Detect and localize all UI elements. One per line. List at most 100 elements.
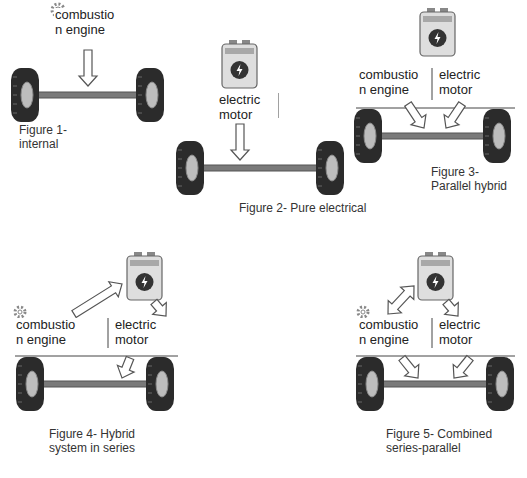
block-arrow <box>79 50 97 86</box>
tread <box>138 85 142 87</box>
underline <box>356 108 515 109</box>
wheel-hub <box>366 371 378 397</box>
tire <box>11 68 39 122</box>
block-arrow <box>405 102 426 128</box>
tread <box>13 112 17 114</box>
lightning-bolt <box>433 276 439 288</box>
tread <box>138 94 142 96</box>
battery-symbol <box>427 273 445 291</box>
gear-icon <box>18 310 22 314</box>
block-arrow <box>72 282 122 318</box>
figure-caption: Figure 1- internal <box>18 124 92 152</box>
axle <box>190 165 330 171</box>
wheel-hub <box>186 155 198 181</box>
wheel-hub <box>496 371 508 397</box>
battery-body <box>418 256 453 300</box>
tire <box>136 68 164 122</box>
tread <box>13 103 17 105</box>
axle <box>370 381 500 387</box>
battery-band <box>225 48 254 54</box>
divider-bar <box>432 68 433 100</box>
tread <box>358 374 362 376</box>
tread <box>318 185 322 187</box>
tread <box>148 365 152 367</box>
underline <box>356 356 515 357</box>
tread <box>485 153 489 155</box>
component-label: combustio n engine <box>358 68 424 98</box>
tread <box>318 158 322 160</box>
wheel-hub <box>493 123 505 149</box>
battery-band <box>421 260 450 266</box>
battery-symbol <box>136 273 154 291</box>
tire <box>486 357 514 411</box>
figure-caption: Figure 4- Hybrid system in series <box>48 428 150 456</box>
wheel-hub <box>364 123 376 149</box>
wheel-hub <box>146 82 158 108</box>
tread <box>485 117 489 119</box>
component-label: combustio n engine <box>358 318 424 348</box>
tread <box>318 167 322 169</box>
tread <box>13 76 17 78</box>
tread <box>138 103 142 105</box>
battery-symbol <box>429 29 447 47</box>
lightning-bolt <box>142 276 148 288</box>
wheel-hub <box>156 371 168 397</box>
battery-band <box>130 260 159 266</box>
block-arrow <box>453 356 473 379</box>
component-label: electric motor <box>438 318 498 348</box>
lightning-bolt <box>435 32 441 44</box>
tread <box>138 76 142 78</box>
tread <box>18 374 22 376</box>
figure-caption: Figure 5- Combined series-parallel <box>385 428 502 456</box>
gear-icon <box>358 307 368 317</box>
tread <box>356 153 360 155</box>
tread <box>138 112 142 114</box>
component-label: electric motor <box>438 68 498 98</box>
lightning-bolt <box>237 64 243 76</box>
block-arrow <box>231 124 249 160</box>
block-arrow <box>443 299 458 316</box>
figure-caption: Figure 3- Parallel hybrid <box>430 166 520 194</box>
block-arrow <box>117 357 134 379</box>
wheel-hub <box>26 371 38 397</box>
figure-caption: Figure 2- Pure electrical <box>238 202 420 216</box>
tread <box>178 176 182 178</box>
gear-icon <box>361 310 365 314</box>
divider-bar <box>432 318 433 348</box>
tire <box>354 109 382 163</box>
tread <box>488 383 492 385</box>
battery-body <box>420 12 455 56</box>
wheel-hub <box>326 155 338 181</box>
tread <box>18 392 22 394</box>
component-label: electric motor <box>218 93 278 123</box>
component-label: combustio n engine <box>15 318 81 348</box>
battery-body <box>222 44 257 88</box>
block-arrow <box>444 102 465 128</box>
tread <box>485 126 489 128</box>
tread <box>488 374 492 376</box>
tread <box>358 383 362 385</box>
tire <box>16 357 44 411</box>
tread <box>488 392 492 394</box>
battery-body <box>127 256 162 300</box>
tread <box>13 85 17 87</box>
underline <box>15 356 178 357</box>
tread <box>356 126 360 128</box>
battery-band <box>423 16 452 22</box>
tread <box>18 383 22 385</box>
tread <box>356 135 360 137</box>
block-arrow <box>151 299 166 316</box>
tread <box>148 383 152 385</box>
component-label: combustio n engine <box>54 8 120 38</box>
component-label: electric motor <box>114 318 174 348</box>
tread <box>485 135 489 137</box>
block-arrow <box>399 356 419 379</box>
tread <box>178 167 182 169</box>
axle <box>25 92 150 98</box>
tread <box>488 401 492 403</box>
tread <box>318 176 322 178</box>
tread <box>13 94 17 96</box>
tread <box>356 117 360 119</box>
tread <box>356 144 360 146</box>
tread <box>148 392 152 394</box>
